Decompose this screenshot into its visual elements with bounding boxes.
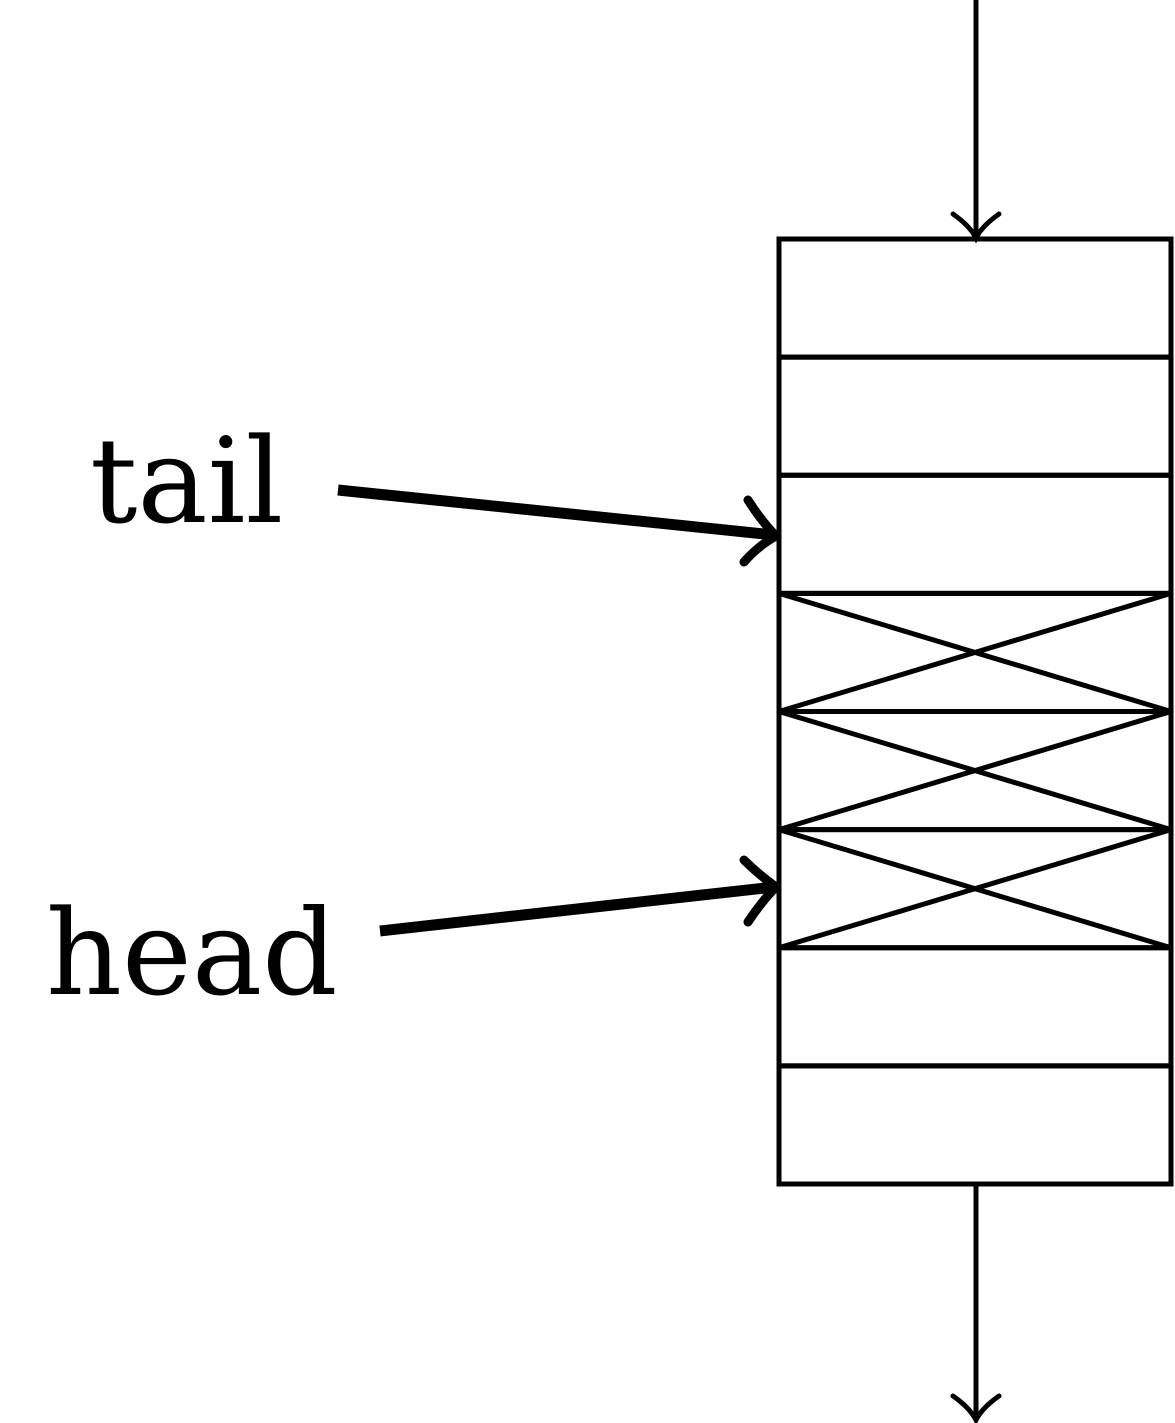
queue-slot-empty	[776, 1063, 1174, 1187]
slot-cross-line	[778, 590, 1172, 714]
queue-slot-empty	[776, 354, 1174, 478]
queue-slot-filled	[776, 590, 1174, 714]
queue-slot-filled	[776, 827, 1174, 951]
head-pointer-arrow	[379, 855, 781, 937]
queue-slot-filled	[776, 709, 1174, 833]
queue-slot-empty	[776, 236, 1174, 360]
queue-slot-empty	[776, 472, 1174, 596]
tail-pointer-arrow	[337, 484, 781, 567]
slot-cross-line	[778, 709, 1172, 833]
queue-buffer	[776, 236, 1174, 1187]
tail-label: tail	[90, 412, 283, 550]
slot-cross-line	[778, 827, 1172, 951]
head-label: head	[46, 884, 338, 1022]
queue-slot-empty	[776, 945, 1174, 1069]
input-arrow	[950, 0, 1002, 244]
output-arrow	[950, 1184, 1002, 1423]
